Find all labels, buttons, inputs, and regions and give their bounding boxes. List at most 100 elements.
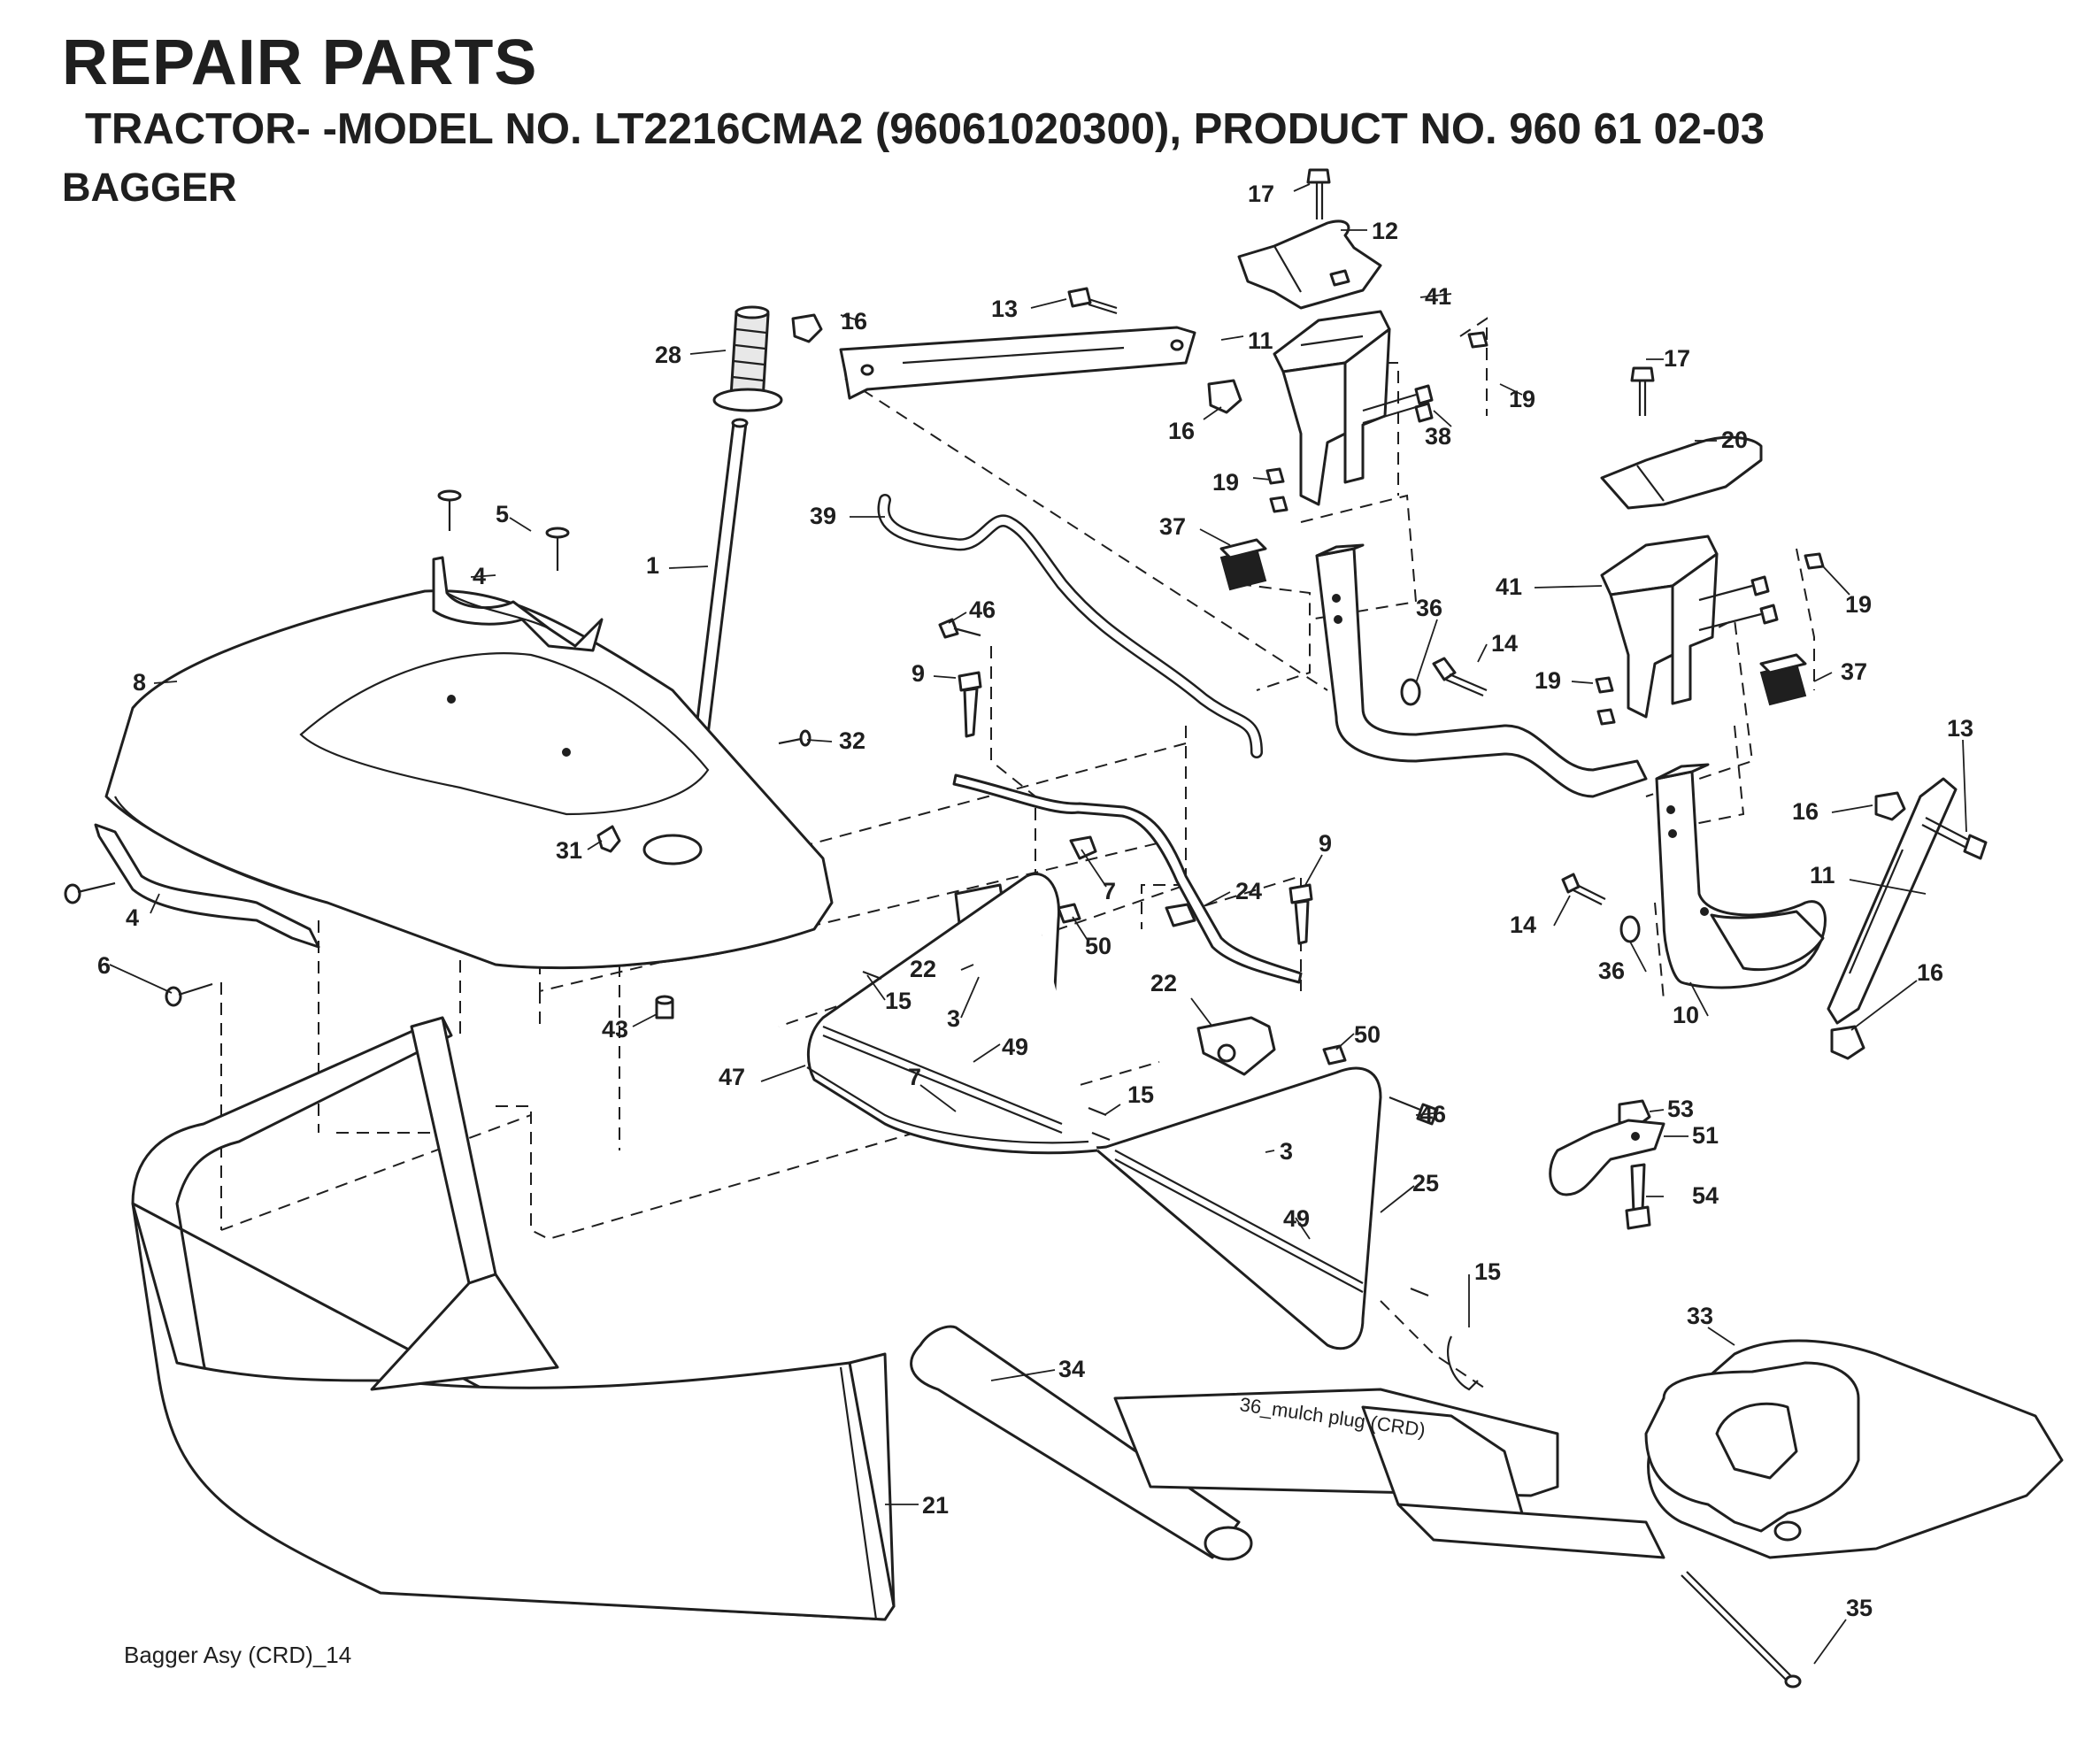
callout-9: 9 (1319, 830, 1332, 857)
part-35-pin (1681, 1571, 1802, 1689)
part-41-bracket-upper (1273, 310, 1391, 506)
callout-16: 16 (1792, 798, 1819, 825)
part-37-plug-a (1219, 538, 1267, 591)
model-line: TRACTOR- -MODEL NO. LT2216CMA2 (96061020… (85, 105, 1765, 153)
part-11-bracket-side (1827, 777, 1958, 1025)
callout-38: 38 (1425, 423, 1451, 450)
part-7-nut-b (1165, 903, 1196, 927)
part-21-bag (131, 1016, 896, 1621)
callout-47: 47 (719, 1064, 745, 1090)
callout-49: 49 (1283, 1205, 1310, 1232)
callout-19: 19 (1535, 667, 1561, 694)
callout-49: 49 (1002, 1034, 1028, 1060)
callout-36: 36 (1598, 958, 1625, 984)
callout-15: 15 (1474, 1258, 1501, 1285)
callout-7: 7 (1103, 878, 1116, 904)
part-5-screws (437, 489, 570, 571)
callout-43: 43 (602, 1016, 628, 1042)
part-14-bolt-a (1432, 657, 1488, 697)
page-title: REPAIR PARTS (62, 27, 538, 98)
callout-19: 19 (1509, 386, 1535, 412)
callout-11: 11 (1248, 327, 1273, 354)
callout-3: 3 (947, 1005, 960, 1032)
callout-31: 31 (556, 837, 582, 864)
part-4-handle-bottom (94, 823, 320, 949)
part-54-bolt (1625, 1163, 1651, 1230)
part-10-frame-tube (1315, 543, 1827, 989)
part-47-frame (806, 873, 1382, 1350)
part-41-bracket-right (1600, 535, 1719, 719)
callout-37: 37 (1159, 513, 1186, 540)
callout-25: 25 (1412, 1170, 1439, 1196)
callout-19: 19 (1845, 591, 1872, 618)
callout-32: 32 (839, 727, 865, 754)
callout-39: 39 (810, 503, 836, 529)
part-24-axle (952, 773, 1303, 984)
part-32-screw (778, 729, 812, 747)
callout-22: 22 (910, 956, 936, 982)
figure-caption: Bagger Asy (CRD)_14 (124, 1642, 352, 1668)
callout-28: 28 (655, 342, 681, 368)
callout-5: 5 (496, 501, 509, 527)
callout-1: 1 (646, 552, 659, 579)
callout-24: 24 (1235, 878, 1262, 904)
callout-41: 41 (1496, 573, 1522, 600)
callout-13: 13 (1947, 715, 1973, 742)
callout-19: 19 (1212, 469, 1239, 496)
callout-41: 41 (1425, 283, 1451, 310)
part-9-pin-b (1288, 883, 1313, 945)
callout-9: 9 (912, 660, 925, 687)
callout-12: 12 (1372, 218, 1398, 244)
part-38-bolts (1362, 384, 1434, 425)
part-20-clip (1600, 435, 1763, 510)
part-36-washer-a (1400, 678, 1421, 706)
callout-36: 36 (1416, 595, 1442, 621)
callout-22: 22 (1150, 970, 1177, 996)
part-28-grip (712, 305, 783, 412)
part-15-cotter-pins (862, 970, 1479, 1391)
assembly-guide-lines (220, 317, 1815, 1390)
part-4-handle-top (432, 556, 604, 652)
callout-4: 4 (126, 904, 139, 931)
part-43-bushing (655, 995, 674, 1019)
part-36-washer-b (1619, 915, 1641, 943)
part-right-bolts (1698, 575, 1779, 632)
callout-16: 16 (1168, 418, 1195, 444)
callout-37: 37 (1841, 658, 1867, 685)
callout-34: 34 (1058, 1356, 1085, 1382)
callout-3: 3 (1280, 1138, 1293, 1165)
callout-15: 15 (1127, 1081, 1154, 1108)
callout-17: 17 (1248, 181, 1274, 207)
part-49-rod-b (1114, 1150, 1364, 1293)
callout-35: 35 (1846, 1595, 1873, 1621)
callout-16: 16 (841, 308, 867, 335)
part-13-bolt-upper (1067, 287, 1118, 315)
callout-21: 21 (922, 1492, 949, 1519)
callout-51: 51 (1692, 1122, 1719, 1149)
part-37-plug-b (1759, 653, 1807, 706)
callout-7: 7 (908, 1064, 921, 1090)
callout-20: 20 (1721, 427, 1748, 453)
part-11-bracket-upper (839, 326, 1196, 400)
callout-15: 15 (885, 988, 912, 1014)
part-17-bolt-upper (1306, 168, 1331, 219)
callout-11: 11 (1810, 862, 1835, 889)
callout-50: 50 (1085, 933, 1112, 959)
part-34-tube (910, 1325, 1253, 1561)
callout-4: 4 (473, 563, 486, 589)
callout-14: 14 (1491, 630, 1518, 657)
part-13-bolt-side (1921, 817, 1988, 860)
callout-leaders (109, 183, 1967, 1665)
callout-8: 8 (133, 669, 146, 696)
part-17-bolt-right (1630, 366, 1655, 416)
part-19-nuts (1265, 331, 1825, 726)
part-16-nut-a (791, 313, 823, 343)
callout-50: 50 (1354, 1021, 1381, 1048)
part-14-bolt-b (1561, 873, 1606, 905)
callout-54: 54 (1692, 1182, 1719, 1209)
part-50-nut-b (1322, 1044, 1347, 1065)
callout-labels: 17 12 13 11 16 41 28 19 16 38 17 20 19 3… (97, 181, 1973, 1621)
part-16-nut-b (1207, 379, 1242, 414)
callout-13: 13 (991, 296, 1018, 322)
